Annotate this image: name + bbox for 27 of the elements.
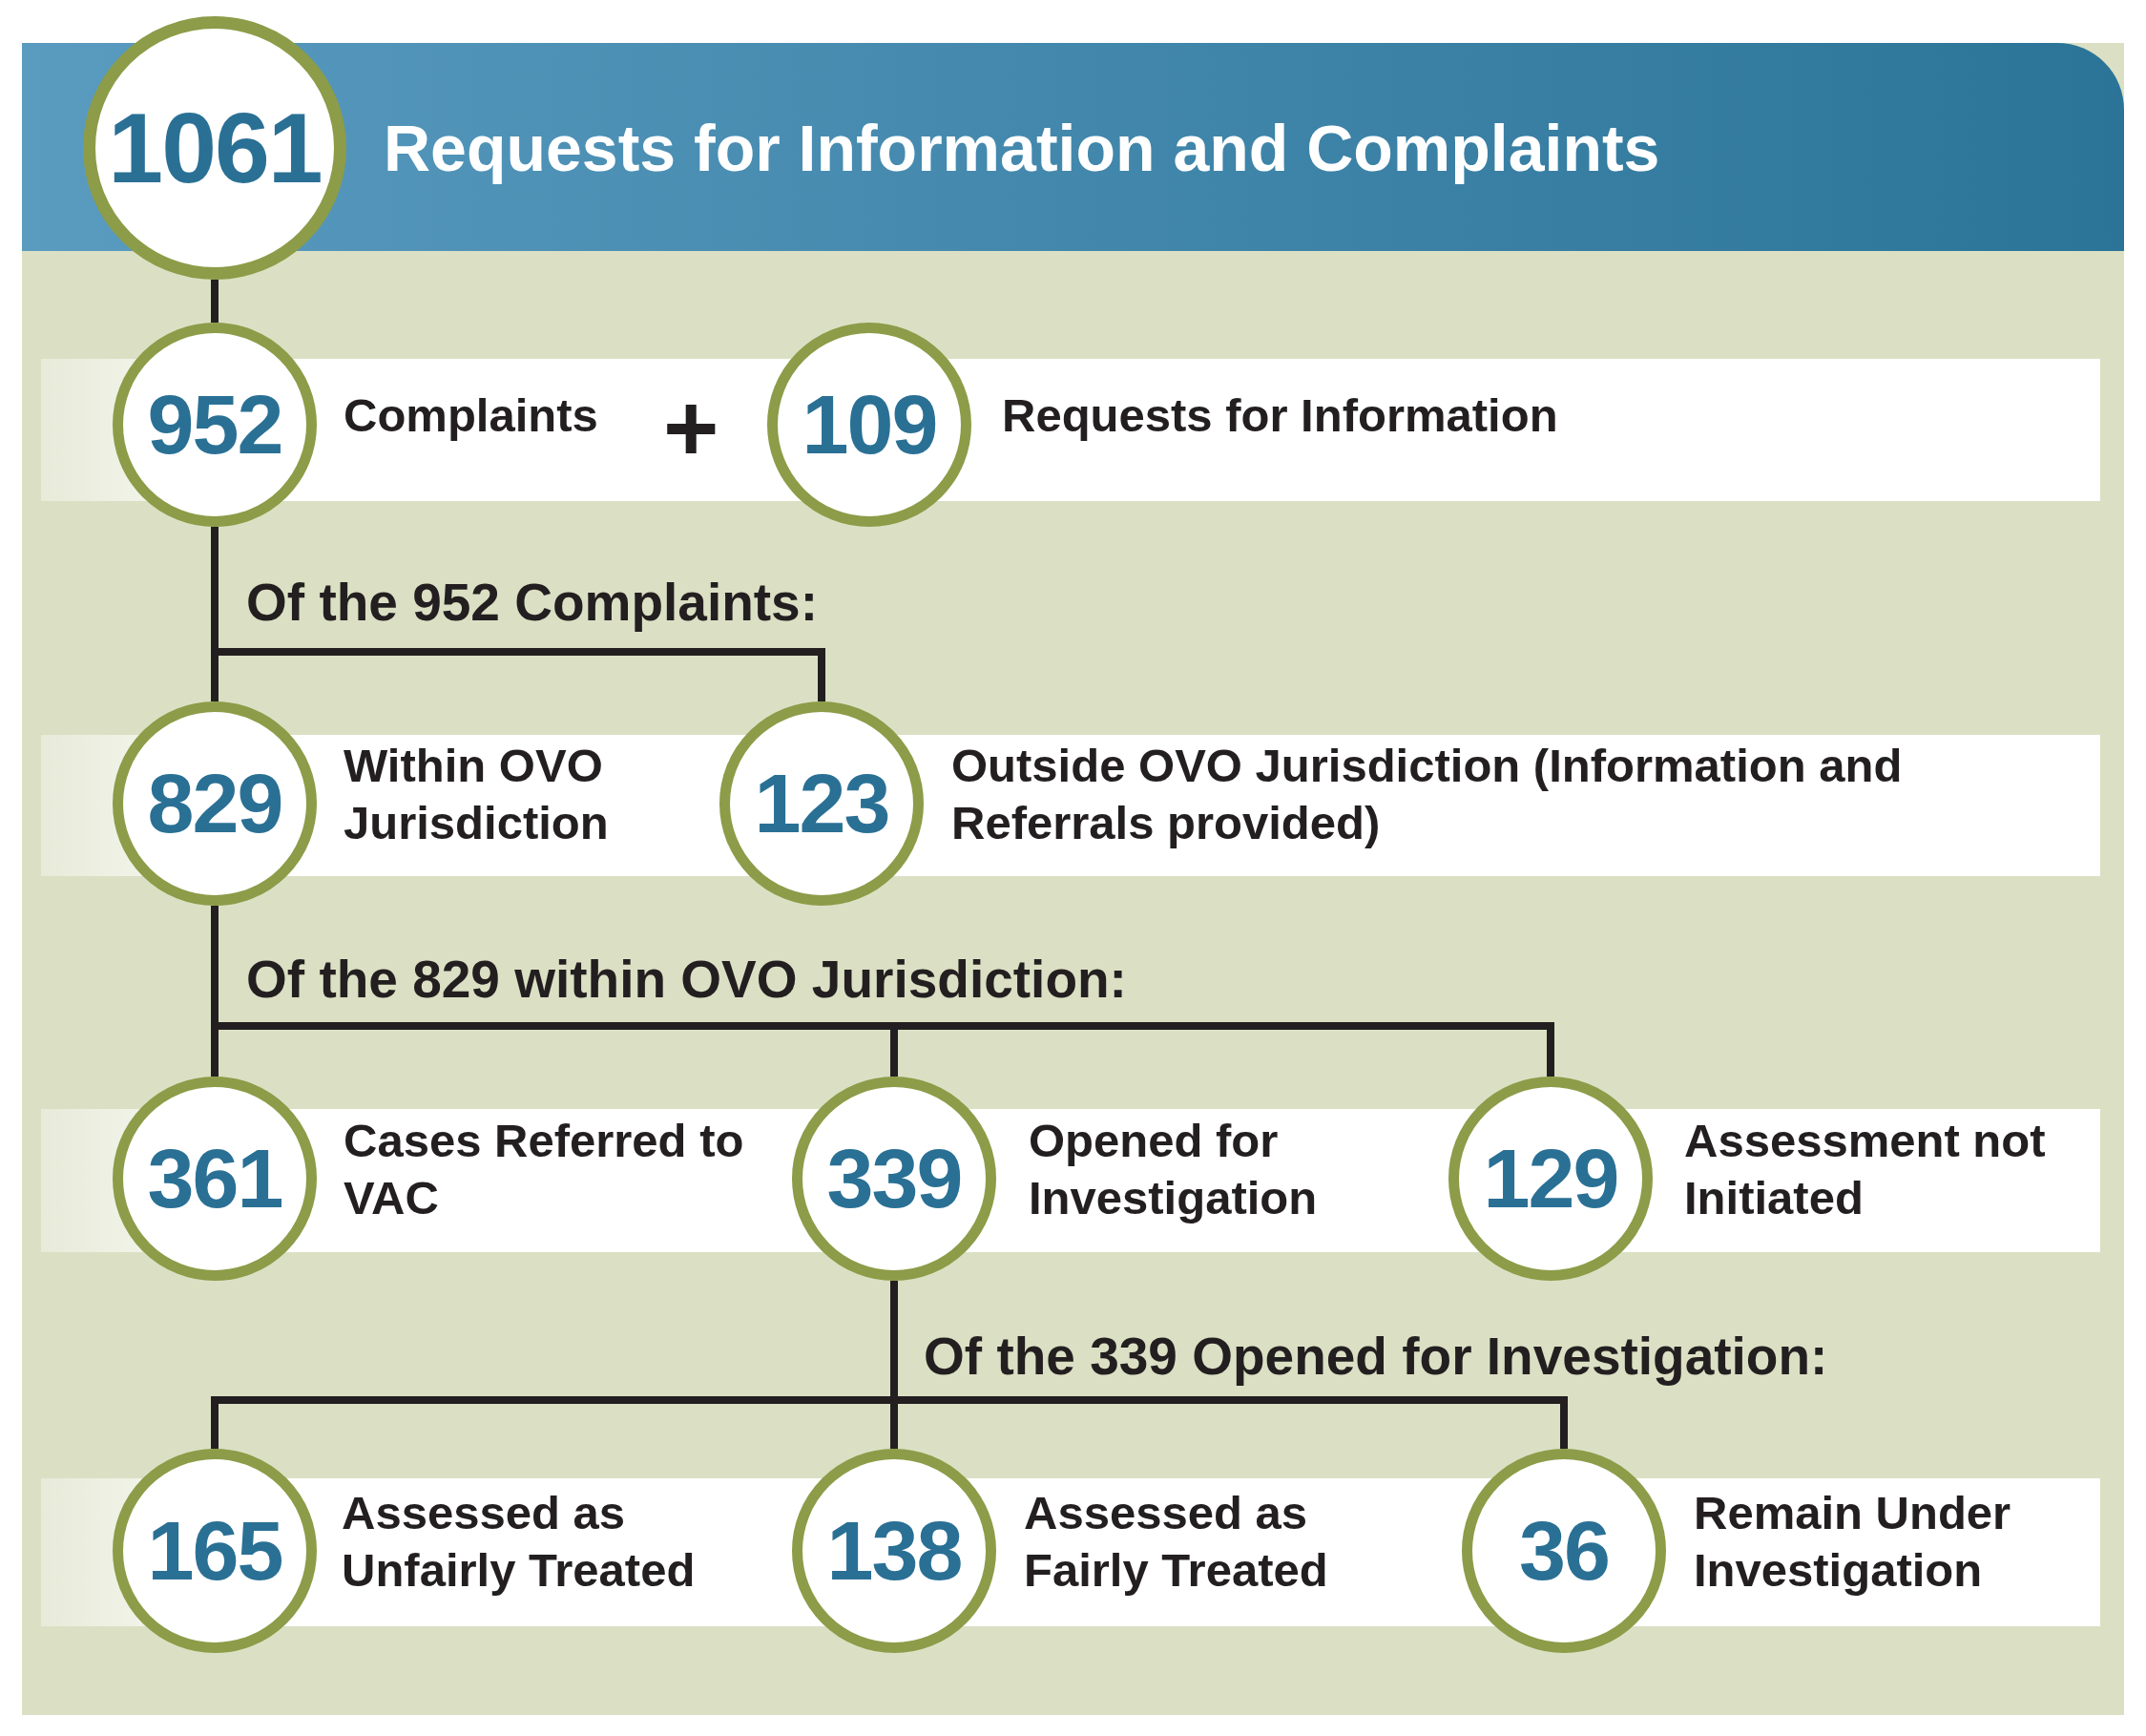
category-label: Outside OVO Jurisdiction (Information and Referrals provided) bbox=[951, 739, 1904, 850]
count-number: 165 bbox=[147, 1502, 282, 1600]
plus-sign: + bbox=[663, 380, 719, 475]
section-heading: Of the 952 Complaints: bbox=[246, 572, 818, 634]
count-number: 138 bbox=[826, 1502, 962, 1600]
count-number: 952 bbox=[147, 376, 282, 473]
category-label: Within OVO Jurisdiction bbox=[344, 739, 610, 850]
category-label: Requests for Information bbox=[1002, 388, 1559, 443]
section-heading: Of the 829 within OVO Jurisdiction: bbox=[246, 949, 1127, 1011]
count-number: 123 bbox=[754, 755, 889, 852]
count-number: 109 bbox=[802, 376, 937, 473]
category-label: Opened for Investigation bbox=[1029, 1114, 1319, 1225]
category-label: Complaints bbox=[344, 388, 599, 443]
count-number: 36 bbox=[1519, 1502, 1609, 1600]
title: Requests for Information and Complaints bbox=[384, 111, 1660, 186]
category-label: Assessed as Fairly Treated bbox=[1024, 1486, 1329, 1598]
category-label: Assessment not Initiated bbox=[1684, 1114, 2047, 1225]
count-number: 361 bbox=[147, 1130, 282, 1227]
count-number: 829 bbox=[147, 755, 282, 852]
category-label: Assessed as Unfairly Treated bbox=[342, 1486, 697, 1598]
count-number: 339 bbox=[826, 1130, 962, 1227]
count-number: 129 bbox=[1483, 1130, 1618, 1227]
section-heading: Of the 339 Opened for Investigation: bbox=[924, 1326, 1828, 1388]
category-label: Remain Under Investigation bbox=[1694, 1486, 2012, 1598]
connector-line bbox=[211, 280, 219, 323]
category-label: Cases Referred to VAC bbox=[344, 1114, 745, 1225]
count-number: 1061 bbox=[108, 91, 322, 205]
